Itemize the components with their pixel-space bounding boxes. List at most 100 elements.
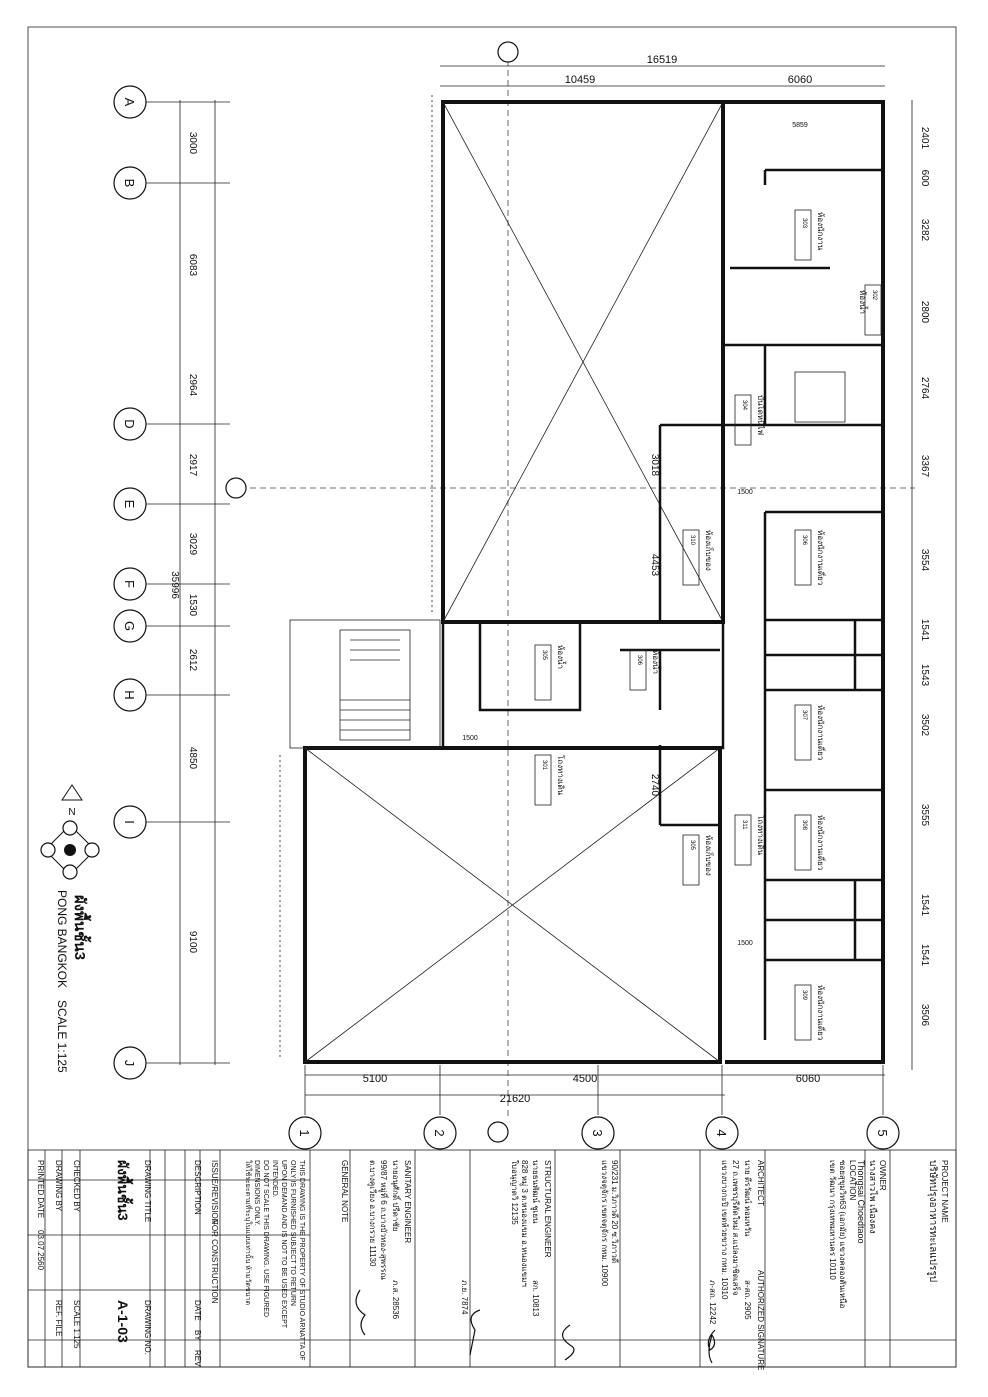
svg-text:90/231 ม.วิภาวดี 20 ซ.วิภาวดี: 90/231 ม.วิภาวดี 20 ซ.วิภาวดี: [610, 1160, 619, 1263]
svg-text:1541: 1541: [919, 894, 930, 917]
svg-text:6060: 6060: [796, 1073, 820, 1085]
svg-text:CHECKED BY: CHECKED BY: [72, 1160, 81, 1213]
svg-text:BY: BY: [193, 1330, 202, 1341]
svg-text:35996: 35996: [169, 571, 180, 599]
plan-title-en: PONG BANGKOK: [55, 890, 69, 988]
svg-text:5: 5: [875, 1129, 890, 1136]
svg-text:309: 309: [801, 990, 807, 1001]
svg-text:828 หมู่ 3 ต.หนองแขม อ.หนองแขม: 828 หมู่ 3 ต.หนองแขม อ.หนองแขมฯ: [519, 1160, 529, 1287]
inner-dimensions: 3018 4453 2740 5859 1500 1500 1500: [462, 122, 808, 947]
svg-text:THIS DRAWING IS THE PROPERTY O: THIS DRAWING IS THE PROPERTY OF STUDIO A…: [298, 1160, 305, 1361]
svg-text:304: 304: [741, 400, 747, 411]
svg-text:1500: 1500: [737, 940, 753, 947]
svg-text:9100: 9100: [187, 931, 198, 954]
svg-text:ห้องเก็บของ: ห้องเก็บของ: [704, 530, 714, 571]
svg-text:H: H: [122, 690, 137, 699]
svg-text:บันไดหนีไฟ: บันไดหนีไฟ: [756, 395, 765, 436]
svg-text:1543: 1543: [919, 664, 930, 687]
svg-text:ห้องน้ำ: ห้องน้ำ: [858, 290, 869, 314]
svg-text:3: 3: [590, 1129, 605, 1136]
svg-text:3367: 3367: [919, 455, 930, 478]
svg-text:AUTHORIZED SIGNATURE: AUTHORIZED SIGNATURE: [756, 1270, 765, 1370]
left-grid-bubbles: A B D E F G H I J: [113, 85, 230, 1080]
svg-text:ONLY IS FURNISHED SUBJECT TO R: ONLY IS FURNISHED SUBJECT TO RETURN: [289, 1160, 296, 1306]
svg-text:600: 600: [919, 170, 930, 187]
room-tag: บันไดหนีไฟ 304: [734, 394, 765, 446]
svg-text:3282: 3282: [919, 219, 930, 242]
svg-text:E: E: [122, 500, 137, 509]
top-dimensions: 16519 10459 6060: [440, 54, 885, 87]
svg-text:306: 306: [801, 535, 807, 546]
svg-text:นายอนุศักดิ์ ปรีดาชัย: นายอนุศักดิ์ ปรีดาชัย: [391, 1160, 402, 1231]
svg-text:2401: 2401: [919, 127, 930, 150]
svg-text:16519: 16519: [647, 54, 678, 66]
section-marker-top: [497, 41, 519, 63]
svg-text:I: I: [122, 820, 137, 824]
svg-text:1541: 1541: [919, 619, 930, 642]
svg-text:03.07.2560: 03.07.2560: [36, 1230, 45, 1271]
svg-text:นาย ตีรวัฒน์ หอมหวัน: นาย ตีรวัฒน์ หอมหวัน: [743, 1160, 753, 1237]
svg-text:21620: 21620: [500, 1093, 531, 1105]
svg-text:GENERAL NOTE: GENERAL NOTE: [340, 1160, 349, 1222]
svg-text:2764: 2764: [919, 377, 930, 400]
svg-text:3029: 3029: [187, 533, 198, 556]
svg-text:1530: 1530: [187, 594, 198, 617]
svg-text:4: 4: [714, 1129, 729, 1136]
svg-text:5859: 5859: [792, 122, 808, 129]
svg-text:10459: 10459: [565, 74, 596, 86]
svg-text:ห้องนักงานเดี่ยว: ห้องนักงานเดี่ยว: [816, 705, 827, 760]
svg-text:F: F: [122, 580, 137, 588]
svg-text:OWNER: OWNER: [878, 1160, 887, 1191]
svg-text:303: 303: [801, 218, 807, 229]
title-block-text: PROJECT NAME บริษัทปรุงอาหารทะเลแปรรูป O…: [36, 1160, 949, 1370]
grid-bubble-B: B: [113, 166, 147, 200]
svg-text:UPON DEMAND AND IS NOT TO BE U: UPON DEMAND AND IS NOT TO BE USED EXCEPT: [280, 1160, 287, 1329]
svg-text:D: D: [122, 419, 137, 428]
room-tag: ห้องนักงาน 303: [794, 209, 825, 261]
svg-text:5100: 5100: [363, 1073, 387, 1085]
svg-text:3506: 3506: [919, 1004, 930, 1027]
signature-sanitary: [355, 1289, 366, 1336]
svg-text:301: 301: [541, 760, 547, 771]
grid-bubble-D: D: [113, 407, 147, 441]
svg-text:311: 311: [741, 820, 747, 830]
svg-text:ซอยสุขุมวิท63 (เอกมัย) แขวงคลอ: ซอยสุขุมวิท63 (เอกมัย) แขวงคลองตันเหนือ: [838, 1160, 847, 1308]
svg-text:เขต วัฒนา กรุงเทพมหานคร 10110: เขต วัฒนา กรุงเทพมหานคร 10110: [828, 1160, 837, 1280]
svg-text:2612: 2612: [187, 649, 198, 672]
grid-bubble-1: 1: [288, 1116, 322, 1150]
svg-text:4453: 4453: [649, 554, 660, 577]
svg-text:ห้องนักงาน: ห้องนักงาน: [816, 212, 825, 251]
grid-bubble-F: F: [113, 567, 147, 601]
svg-text:นายธนพัฒน์ ชูเยน: นายธนพัฒน์ ชูเยน: [530, 1160, 541, 1224]
svg-text:1500: 1500: [462, 735, 478, 742]
svg-text:ARCHITECT: ARCHITECT: [756, 1160, 765, 1206]
svg-text:4500: 4500: [573, 1073, 597, 1085]
section-marker-bottom: [487, 1121, 509, 1143]
svg-text:ภ.ย. 7874: ภ.ย. 7874: [460, 1280, 469, 1315]
svg-text:6083: 6083: [187, 254, 198, 277]
svg-text:308: 308: [801, 820, 807, 831]
svg-text:3018: 3018: [649, 454, 660, 477]
svg-text:FOR CONSTRUCTION: FOR CONSTRUCTION: [210, 1220, 219, 1304]
svg-text:SCALE 1:125: SCALE 1:125: [72, 1300, 81, 1349]
svg-text:305: 305: [689, 840, 695, 851]
svg-text:ห้องนักงานเดี่ยว: ห้องนักงานเดี่ยว: [816, 815, 827, 870]
svg-text:PROJECT NAME: PROJECT NAME: [940, 1160, 949, 1223]
plan-title-th: ผังพื้นชั้น3: [71, 895, 92, 960]
grid-bubble-J: J: [113, 1046, 147, 1080]
svg-text:ต.บางคูเวียง อ.บางกรวย 11130: ต.บางคูเวียง อ.บางกรวย 11130: [367, 1160, 377, 1267]
bottom-dimensions: 5100 4500 6060 21620: [305, 1073, 885, 1105]
svg-text:ภ-สถ. 12242: ภ-สถ. 12242: [708, 1280, 717, 1325]
svg-text:โถงทางเดิน: โถงทางเดิน: [556, 755, 566, 796]
svg-text:โถงทางเดิน: โถงทางเดิน: [756, 815, 766, 856]
signature-architect: [707, 1329, 716, 1364]
title-block: [27, 1149, 957, 1368]
grid-bubble-4: 4: [705, 1116, 739, 1150]
svg-text:A: A: [122, 98, 137, 107]
